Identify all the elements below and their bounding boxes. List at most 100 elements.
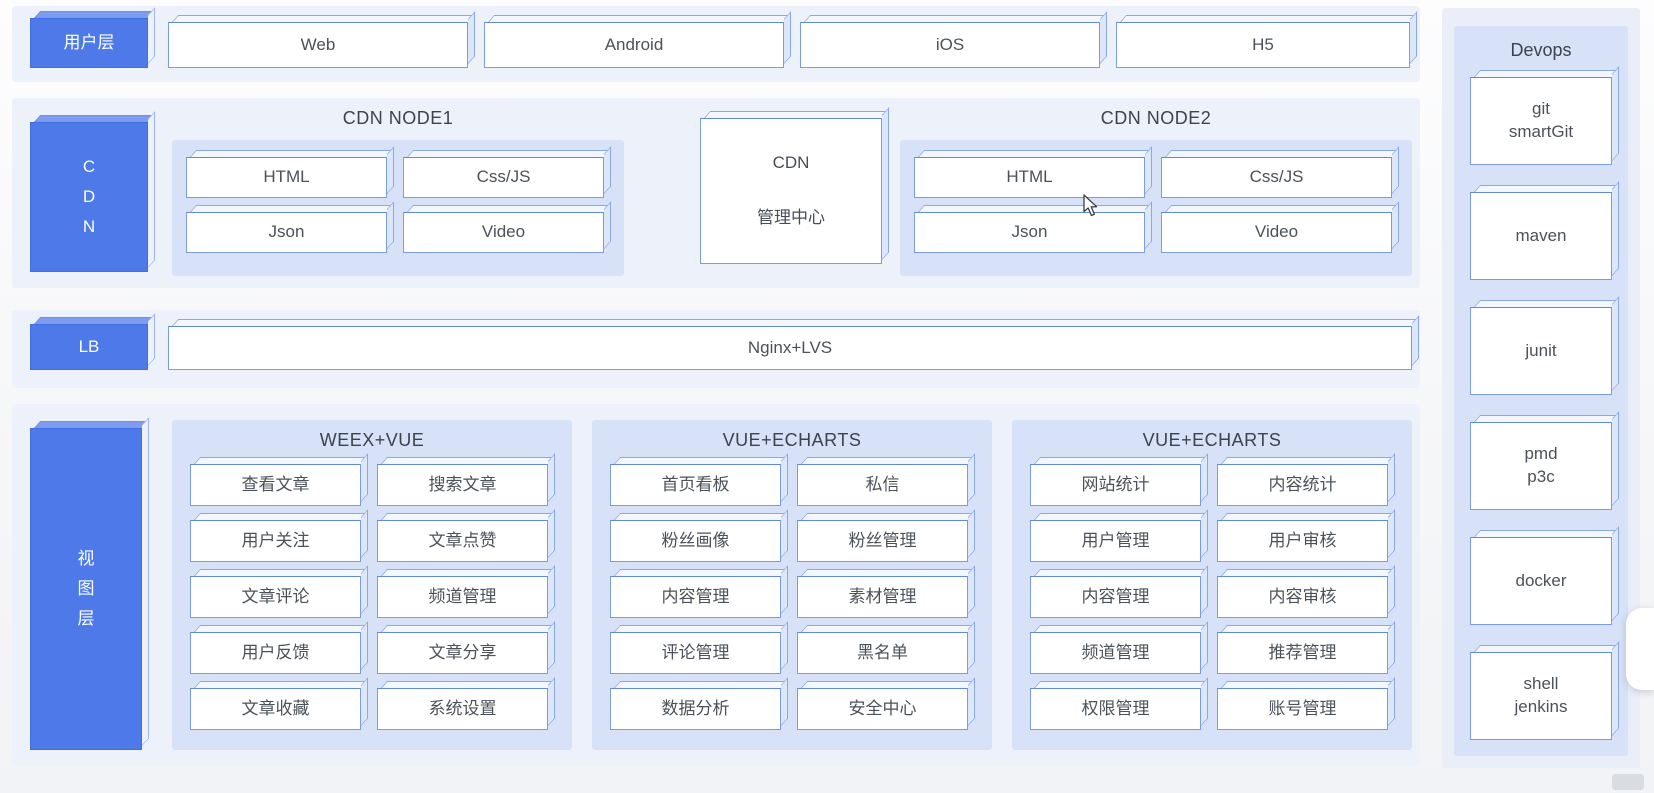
view1-box-9: 系统设置	[377, 688, 548, 730]
platform-h5-label: H5	[1252, 34, 1274, 54]
view-panel-vue-echarts-2: VUE+ECHARTS 网站统计 内容统计 用户管理 用户审核 内容管理 内容审…	[1012, 420, 1412, 750]
view1-label-1: 搜索文章	[428, 474, 497, 494]
devops-title: Devops	[1510, 40, 1572, 60]
view1-box-6: 用户反馈	[190, 632, 361, 674]
view3-box-9: 账号管理	[1217, 688, 1388, 730]
view2-box-7: 黑名单	[797, 632, 968, 674]
view3-box-2: 用户管理	[1030, 520, 1201, 562]
view-panel2-title: VUE+ECHARTS	[722, 430, 862, 450]
devops-junit-box: junit	[1470, 307, 1612, 395]
view2-box-5: 素材管理	[797, 576, 968, 618]
view3-label-2: 用户管理	[1081, 530, 1150, 550]
devops-panel: Devops git smartGit maven junit pmd p3c …	[1454, 26, 1628, 756]
devops-junit-label: junit	[1525, 340, 1557, 360]
view3-box-5: 内容审核	[1217, 576, 1388, 618]
cdn-node1-title: CDN NODE1	[342, 108, 454, 128]
cdn-node2-title: CDN NODE2	[1100, 108, 1212, 128]
devops-pmd-label: pmd p3c	[1524, 444, 1558, 486]
devops-docker-label: docker	[1515, 570, 1567, 590]
view1-label-8: 文章收藏	[241, 698, 310, 718]
view1-label-9: 系统设置	[428, 698, 497, 718]
view2-label-5: 素材管理	[848, 586, 917, 606]
cdn-node1-json-box: Json	[186, 212, 387, 253]
cdn-node1-video-box: Video	[403, 212, 604, 253]
platform-ios-box: iOS	[800, 22, 1100, 68]
view2-label-0: 首页看板	[661, 474, 730, 494]
platform-h5-box: H5	[1116, 22, 1410, 68]
view1-label-6: 用户反馈	[241, 642, 310, 662]
view1-label-3: 文章点赞	[428, 530, 497, 550]
cdn-node2-cssjs-box: Css/JS	[1161, 157, 1392, 198]
cdn-node1-cssjs-label: Css/JS	[476, 167, 531, 187]
view1-box-5: 频道管理	[377, 576, 548, 618]
view1-box-2: 用户关注	[190, 520, 361, 562]
view2-label-7: 黑名单	[857, 642, 908, 662]
cdn-manager-line1: CDN	[772, 152, 810, 172]
view2-box-1: 私信	[797, 464, 968, 506]
floating-panel-handle[interactable]	[1626, 608, 1654, 690]
cdn-node2-json-box: Json	[914, 212, 1145, 253]
view2-box-0: 首页看板	[610, 464, 781, 506]
devops-maven-label: maven	[1515, 225, 1567, 245]
view3-label-4: 内容管理	[1081, 586, 1150, 606]
cdn-node1-cssjs-box: Css/JS	[403, 157, 604, 198]
view1-label-4: 文章评论	[241, 586, 310, 606]
nginx-lvs-label: Nginx+LVS	[747, 337, 833, 357]
devops-git-label: git smartGit	[1508, 99, 1574, 141]
view2-label-2: 粉丝画像	[661, 530, 730, 550]
view-panel1-title: WEEX+VUE	[319, 430, 425, 450]
cdn-node2-video-label: Video	[1254, 222, 1299, 242]
cdn-node1-json-label: Json	[268, 222, 305, 242]
view1-label-7: 文章分享	[428, 642, 497, 662]
view2-box-8: 数据分析	[610, 688, 781, 730]
view-panel3-title: VUE+ECHARTS	[1142, 430, 1282, 450]
view2-label-6: 评论管理	[661, 642, 730, 662]
cdn-node2-html-box: HTML	[914, 157, 1145, 198]
view-panel-weex-vue: WEEX+VUE 查看文章 搜索文章 用户关注 文章点赞 文章评论 频道管理 用…	[172, 420, 572, 750]
devops-pmd-box: pmd p3c	[1470, 422, 1612, 510]
cdn-node1-video-label: Video	[481, 222, 526, 242]
cdn-layer-label-box: C D N	[30, 122, 148, 272]
view1-box-1: 搜索文章	[377, 464, 548, 506]
platform-web-box: Web	[168, 22, 468, 68]
devops-git-box: git smartGit	[1470, 77, 1612, 165]
platform-android-box: Android	[484, 22, 784, 68]
view1-box-8: 文章收藏	[190, 688, 361, 730]
view2-box-9: 安全中心	[797, 688, 968, 730]
view3-box-8: 权限管理	[1030, 688, 1201, 730]
view1-label-2: 用户关注	[241, 530, 310, 550]
view1-box-3: 文章点赞	[377, 520, 548, 562]
view2-box-4: 内容管理	[610, 576, 781, 618]
view3-label-6: 频道管理	[1081, 642, 1150, 662]
cdn-manager-line2: 管理中心	[757, 208, 825, 228]
view2-label-9: 安全中心	[848, 698, 917, 718]
view3-box-6: 频道管理	[1030, 632, 1201, 674]
view3-box-0: 网站统计	[1030, 464, 1201, 506]
view3-label-9: 账号管理	[1268, 698, 1337, 718]
view3-label-1: 内容统计	[1268, 474, 1337, 494]
watermark	[1612, 774, 1644, 790]
view3-box-1: 内容统计	[1217, 464, 1388, 506]
cdn-node1-html-box: HTML	[186, 157, 387, 198]
view3-label-0: 网站统计	[1081, 474, 1150, 494]
view-layer-label-box: 视 图 层	[30, 428, 142, 750]
view3-box-4: 内容管理	[1030, 576, 1201, 618]
view2-label-8: 数据分析	[661, 698, 730, 718]
view3-label-3: 用户审核	[1268, 530, 1337, 550]
cdn-manager-box: CDN 管理中心	[700, 118, 882, 264]
view2-label-4: 内容管理	[661, 586, 730, 606]
platform-web-label: Web	[300, 34, 336, 54]
view-layer-label: 视 图 层	[77, 549, 95, 628]
view1-label-5: 频道管理	[428, 586, 497, 606]
user-layer-label: 用户层	[63, 32, 115, 52]
view2-box-6: 评论管理	[610, 632, 781, 674]
view3-label-8: 权限管理	[1081, 698, 1150, 718]
view2-label-3: 粉丝管理	[848, 530, 917, 550]
platform-ios-label: iOS	[935, 34, 965, 54]
devops-docker-box: docker	[1470, 537, 1612, 625]
view1-box-4: 文章评论	[190, 576, 361, 618]
lb-layer-label: LB	[78, 336, 100, 356]
view2-label-1: 私信	[865, 474, 900, 494]
cdn-node1-html-label: HTML	[263, 167, 310, 187]
